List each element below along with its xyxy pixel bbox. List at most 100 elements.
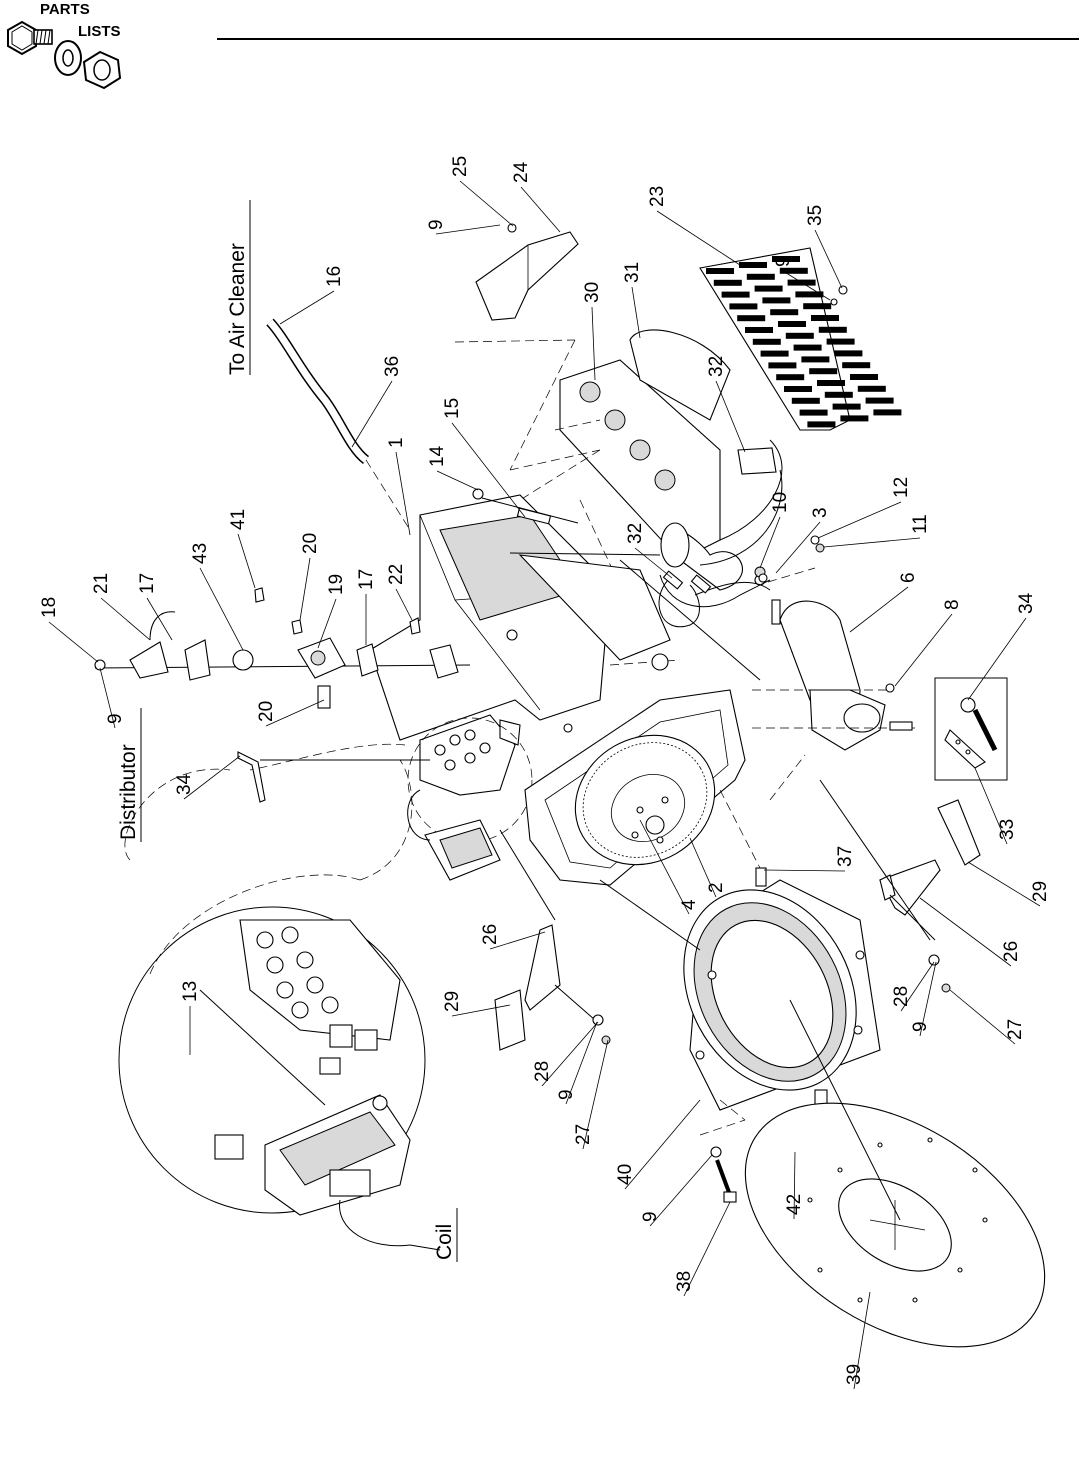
label-coil-text: Coil (433, 1224, 456, 1260)
callout-leader (541, 1021, 599, 1087)
label-coil: Coil (433, 1208, 458, 1262)
callout-number: 39 (844, 1364, 865, 1385)
callout-leader (919, 961, 937, 1037)
callout-number: 27 (573, 1124, 594, 1145)
callout-leader (974, 767, 1008, 845)
callout-number: 18 (39, 597, 60, 618)
grille-slot (811, 315, 839, 321)
grille-slot (770, 309, 799, 316)
grille-slot (817, 380, 845, 386)
callout-leader (183, 755, 241, 800)
grille-slot (803, 303, 832, 310)
callout-number: 31 (622, 262, 643, 283)
cable-32 (658, 570, 712, 628)
callout-number: 35 (805, 205, 826, 226)
callout-number: 20 (256, 701, 277, 722)
callout-number: 34 (1016, 592, 1037, 614)
callout-leader (451, 422, 526, 518)
callout-number: 19 (326, 574, 347, 595)
callout-number: 9 (640, 1211, 661, 1222)
grille-slot (754, 285, 783, 292)
callout-number: 6 (898, 572, 919, 583)
callout-number: 28 (891, 986, 912, 1007)
callout-number: 13 (180, 981, 201, 1002)
ignition-coil-detail (264, 1094, 411, 1216)
bracket-26-right (819, 779, 981, 993)
callout-number: 9 (426, 219, 447, 230)
grille-slot (713, 279, 742, 286)
grille-slot (752, 338, 781, 345)
grille-slot (795, 291, 824, 298)
grille-slot (842, 362, 871, 369)
grille-slot (857, 385, 886, 392)
callout-leader (146, 597, 173, 641)
callout-number: 24 (511, 161, 532, 183)
grille-slot (865, 397, 894, 404)
callout-number: 10 (770, 492, 791, 513)
detail-box-33-34 (934, 677, 1008, 781)
grille-slot (784, 386, 812, 392)
callout-leader (436, 470, 479, 491)
callout-leader (435, 224, 501, 235)
grille-slot (785, 332, 814, 339)
nut-11 (815, 543, 825, 553)
exhaust-manifold (559, 329, 783, 591)
grille-slot (762, 297, 791, 304)
callout-number: 11 (910, 514, 931, 534)
callout-number: 42 (784, 1194, 805, 1215)
callout-leader (351, 380, 393, 448)
drive-plate-39 (744, 999, 1046, 1348)
callout-number: 26 (1001, 941, 1022, 962)
callout-leader (656, 210, 741, 266)
callout-number: 43 (190, 543, 211, 564)
callout-leader (967, 617, 1027, 701)
callout-number: 22 (386, 564, 407, 585)
callout-number: 37 (835, 846, 856, 867)
label-distributor: Distributor (117, 708, 142, 842)
label-to-air-cleaner: To Air Cleaner (226, 200, 251, 375)
callout-leader (689, 837, 717, 898)
callout-leader (591, 306, 596, 381)
callout-leader (853, 1291, 871, 1390)
callout-number: 4 (679, 899, 700, 910)
logo-text-lists: LISTS (78, 23, 121, 40)
callout-leader (683, 1201, 731, 1297)
callout-leader (849, 586, 909, 633)
distributor-cap-detail (239, 919, 401, 1051)
grille-slot (801, 356, 830, 363)
logo-text-parts: PARTS (40, 1, 90, 18)
callout-number: 29 (442, 991, 463, 1012)
grille-slot (776, 374, 805, 381)
callout-number: 27 (1005, 1019, 1026, 1040)
callout-number: 23 (647, 186, 668, 207)
callout-leader (565, 1021, 598, 1105)
bolt-washer-nut-icon: PARTS LISTS (7, 1, 122, 90)
callout-number: 16 (324, 266, 345, 287)
callout-leader (817, 501, 902, 539)
callout-number: 9 (773, 256, 794, 267)
callout-leader (237, 533, 256, 589)
grille-slot (760, 350, 789, 357)
callout-leader (317, 598, 337, 649)
grille-slot (791, 397, 820, 404)
spark-plug-wire-34 (237, 751, 430, 803)
coil-detail-view (118, 759, 441, 1251)
callout-leader (782, 270, 831, 301)
dipstick (472, 488, 579, 525)
callout-leader (48, 621, 99, 663)
callout-leader (631, 286, 641, 339)
callout-number: 41 (228, 509, 249, 530)
callout-leader (967, 861, 1041, 907)
callout-number: 8 (942, 599, 963, 610)
callout-leader (775, 521, 821, 574)
callout-leader (649, 1154, 713, 1227)
callout-number: 1 (386, 437, 407, 448)
callout-leader (395, 588, 413, 621)
label-distributor-text: Distributor (117, 744, 140, 840)
callout-leader (759, 516, 781, 569)
grille-slot (721, 291, 750, 298)
grille-23 (699, 247, 902, 431)
grille-slot (772, 256, 800, 262)
grille-slot (834, 350, 863, 357)
